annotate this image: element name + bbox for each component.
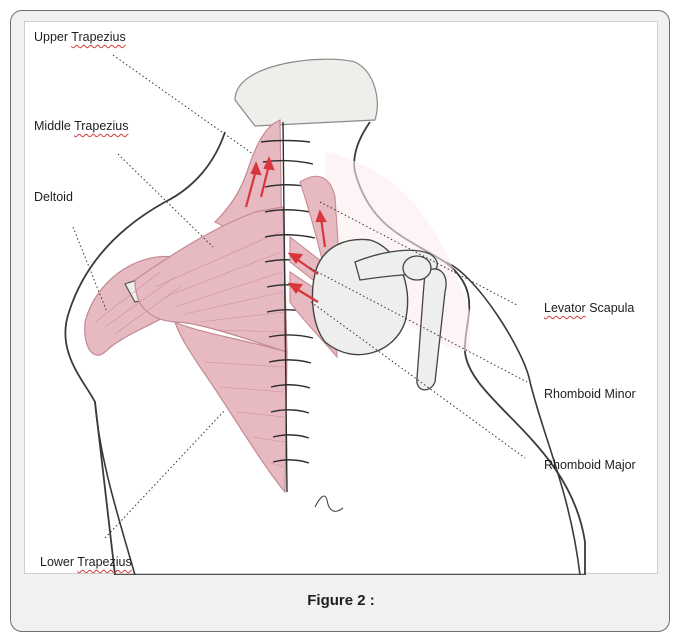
upper-trapezius-leader [113,55,253,154]
humeral-head-bone [403,256,431,280]
anatomy-diagram: Upper Trapezius Middle Trapezius Deltoid… [25,22,659,575]
lower-trapezius-leader [105,410,225,538]
deltoid-label: Deltoid [34,191,73,204]
rhomboid-minor-label: Rhomboid Minor [544,388,636,401]
lower-trapezius-muscle [175,322,287,492]
middle-trapezius-leader [118,154,213,247]
lower-trapezius-label: Lower Trapezius [40,556,132,569]
back-muscles-illustration [25,22,659,575]
left-arm-outline [95,402,135,575]
middle-trapezius-muscle [135,207,287,352]
artist-signature [315,496,343,511]
levator-scapula-label: Levator Scapula [544,302,634,315]
upper-trapezius-label: Upper Trapezius [34,31,126,44]
rhomboid-major-label: Rhomboid Major [544,459,636,472]
head-outline [235,59,377,126]
figure-caption: Figure 2 : [24,578,658,622]
middle-trapezius-label: Middle Trapezius [34,120,129,133]
figure-image: Upper Trapezius Middle Trapezius Deltoid… [24,21,658,574]
